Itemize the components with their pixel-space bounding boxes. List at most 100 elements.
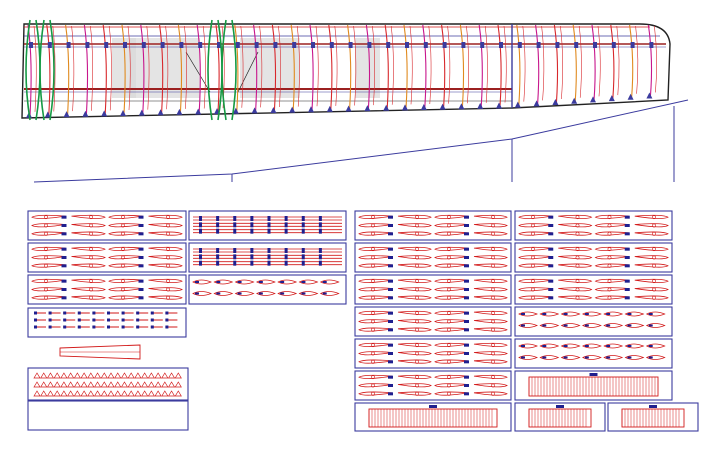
spar-notch [254, 42, 259, 48]
trailing-edge-marker [477, 102, 484, 109]
rib-hole [89, 215, 93, 220]
gusset-part [141, 381, 149, 388]
rib-part [148, 295, 183, 300]
rib-hole [652, 223, 656, 228]
rib-hole [44, 287, 48, 292]
part-label [136, 311, 140, 315]
small-part [582, 343, 602, 349]
rib-hole [607, 231, 612, 236]
wing-rib [215, 24, 220, 113]
gusset-part [141, 390, 149, 397]
trailing-edge-marker [157, 109, 164, 116]
small-part [277, 291, 298, 296]
rib-hole [447, 383, 451, 388]
gusset-part [141, 372, 149, 379]
rib-part [397, 374, 432, 379]
small-part [319, 279, 340, 285]
rib-hole [44, 295, 48, 300]
sheet-frame [514, 306, 673, 337]
rib-hole [491, 319, 495, 324]
trailing-edge-marker [364, 105, 371, 112]
rib-hole [371, 359, 375, 364]
part-label [165, 318, 169, 322]
spar-notch [386, 42, 391, 48]
gusset-part [127, 390, 135, 397]
spar-tab [250, 216, 254, 221]
part-label [77, 318, 81, 322]
spar-notch [29, 42, 33, 48]
gusset-part [147, 390, 155, 397]
small-part [582, 323, 602, 328]
gusset-part [107, 372, 115, 379]
wing-rib-edge [522, 25, 526, 102]
rib-hole [531, 279, 535, 284]
rib-part [397, 246, 432, 251]
template-part [59, 344, 141, 360]
rib-hole [531, 215, 535, 220]
rib-hole [491, 223, 495, 228]
gusset-part [33, 381, 41, 388]
spar-tab [318, 228, 322, 234]
sheet-l7 [27, 307, 187, 338]
wing-rib [309, 24, 314, 111]
rib-part [397, 327, 432, 332]
gusset-part [67, 381, 75, 388]
rib-hole [531, 255, 535, 260]
part-label [61, 224, 67, 227]
gusset-part [33, 372, 41, 379]
part-label [624, 256, 630, 259]
spar-tab [301, 216, 305, 221]
rib-hole [371, 311, 375, 316]
spar-tab [301, 248, 305, 253]
gusset-part [87, 390, 95, 397]
part-label [301, 292, 306, 295]
rib-part [558, 287, 593, 292]
wing-rib-edge [315, 25, 319, 107]
part-label [584, 356, 589, 359]
part-label [627, 324, 632, 327]
gusset-part [100, 381, 108, 388]
wing-rib-edge [278, 25, 281, 108]
gusset-part [167, 381, 176, 388]
spar-notch [47, 42, 52, 48]
part-label [165, 325, 169, 329]
part-label [388, 328, 393, 332]
rib-hole [607, 263, 612, 268]
gusset-part [40, 372, 48, 379]
wing-rib [159, 24, 164, 114]
wing-centerline [33, 99, 689, 183]
rib-hole [415, 343, 419, 348]
rib-hole [607, 295, 612, 300]
wing-rib-edge [541, 25, 545, 101]
small-part [560, 311, 581, 317]
small-part [624, 343, 645, 349]
rib-part [397, 383, 432, 388]
sheet-r3 [354, 242, 512, 273]
part-label [258, 281, 263, 283]
part-label [589, 373, 598, 376]
spar-tab [250, 248, 254, 253]
wing-rib [441, 24, 446, 108]
rib-part [473, 223, 508, 228]
small-part [256, 291, 276, 296]
sheet-r2 [514, 210, 673, 241]
spar-tab [199, 248, 202, 253]
part-label [624, 215, 630, 219]
rib-part [473, 295, 508, 300]
rib-hole [447, 375, 451, 380]
rib-part [634, 223, 669, 228]
small-part [298, 279, 319, 285]
rib-hole [415, 295, 419, 300]
part-label [624, 296, 630, 300]
rib-hole [491, 247, 495, 252]
part-label [649, 405, 657, 408]
small-part [560, 323, 581, 328]
small-part [539, 355, 560, 360]
gusset-part [107, 381, 115, 388]
rib-part [558, 246, 593, 251]
rib-part [634, 287, 669, 292]
spar-tab [284, 254, 288, 260]
rib-hole [447, 255, 451, 260]
wing-rib-edge [146, 25, 150, 110]
rib-hole [371, 215, 375, 220]
